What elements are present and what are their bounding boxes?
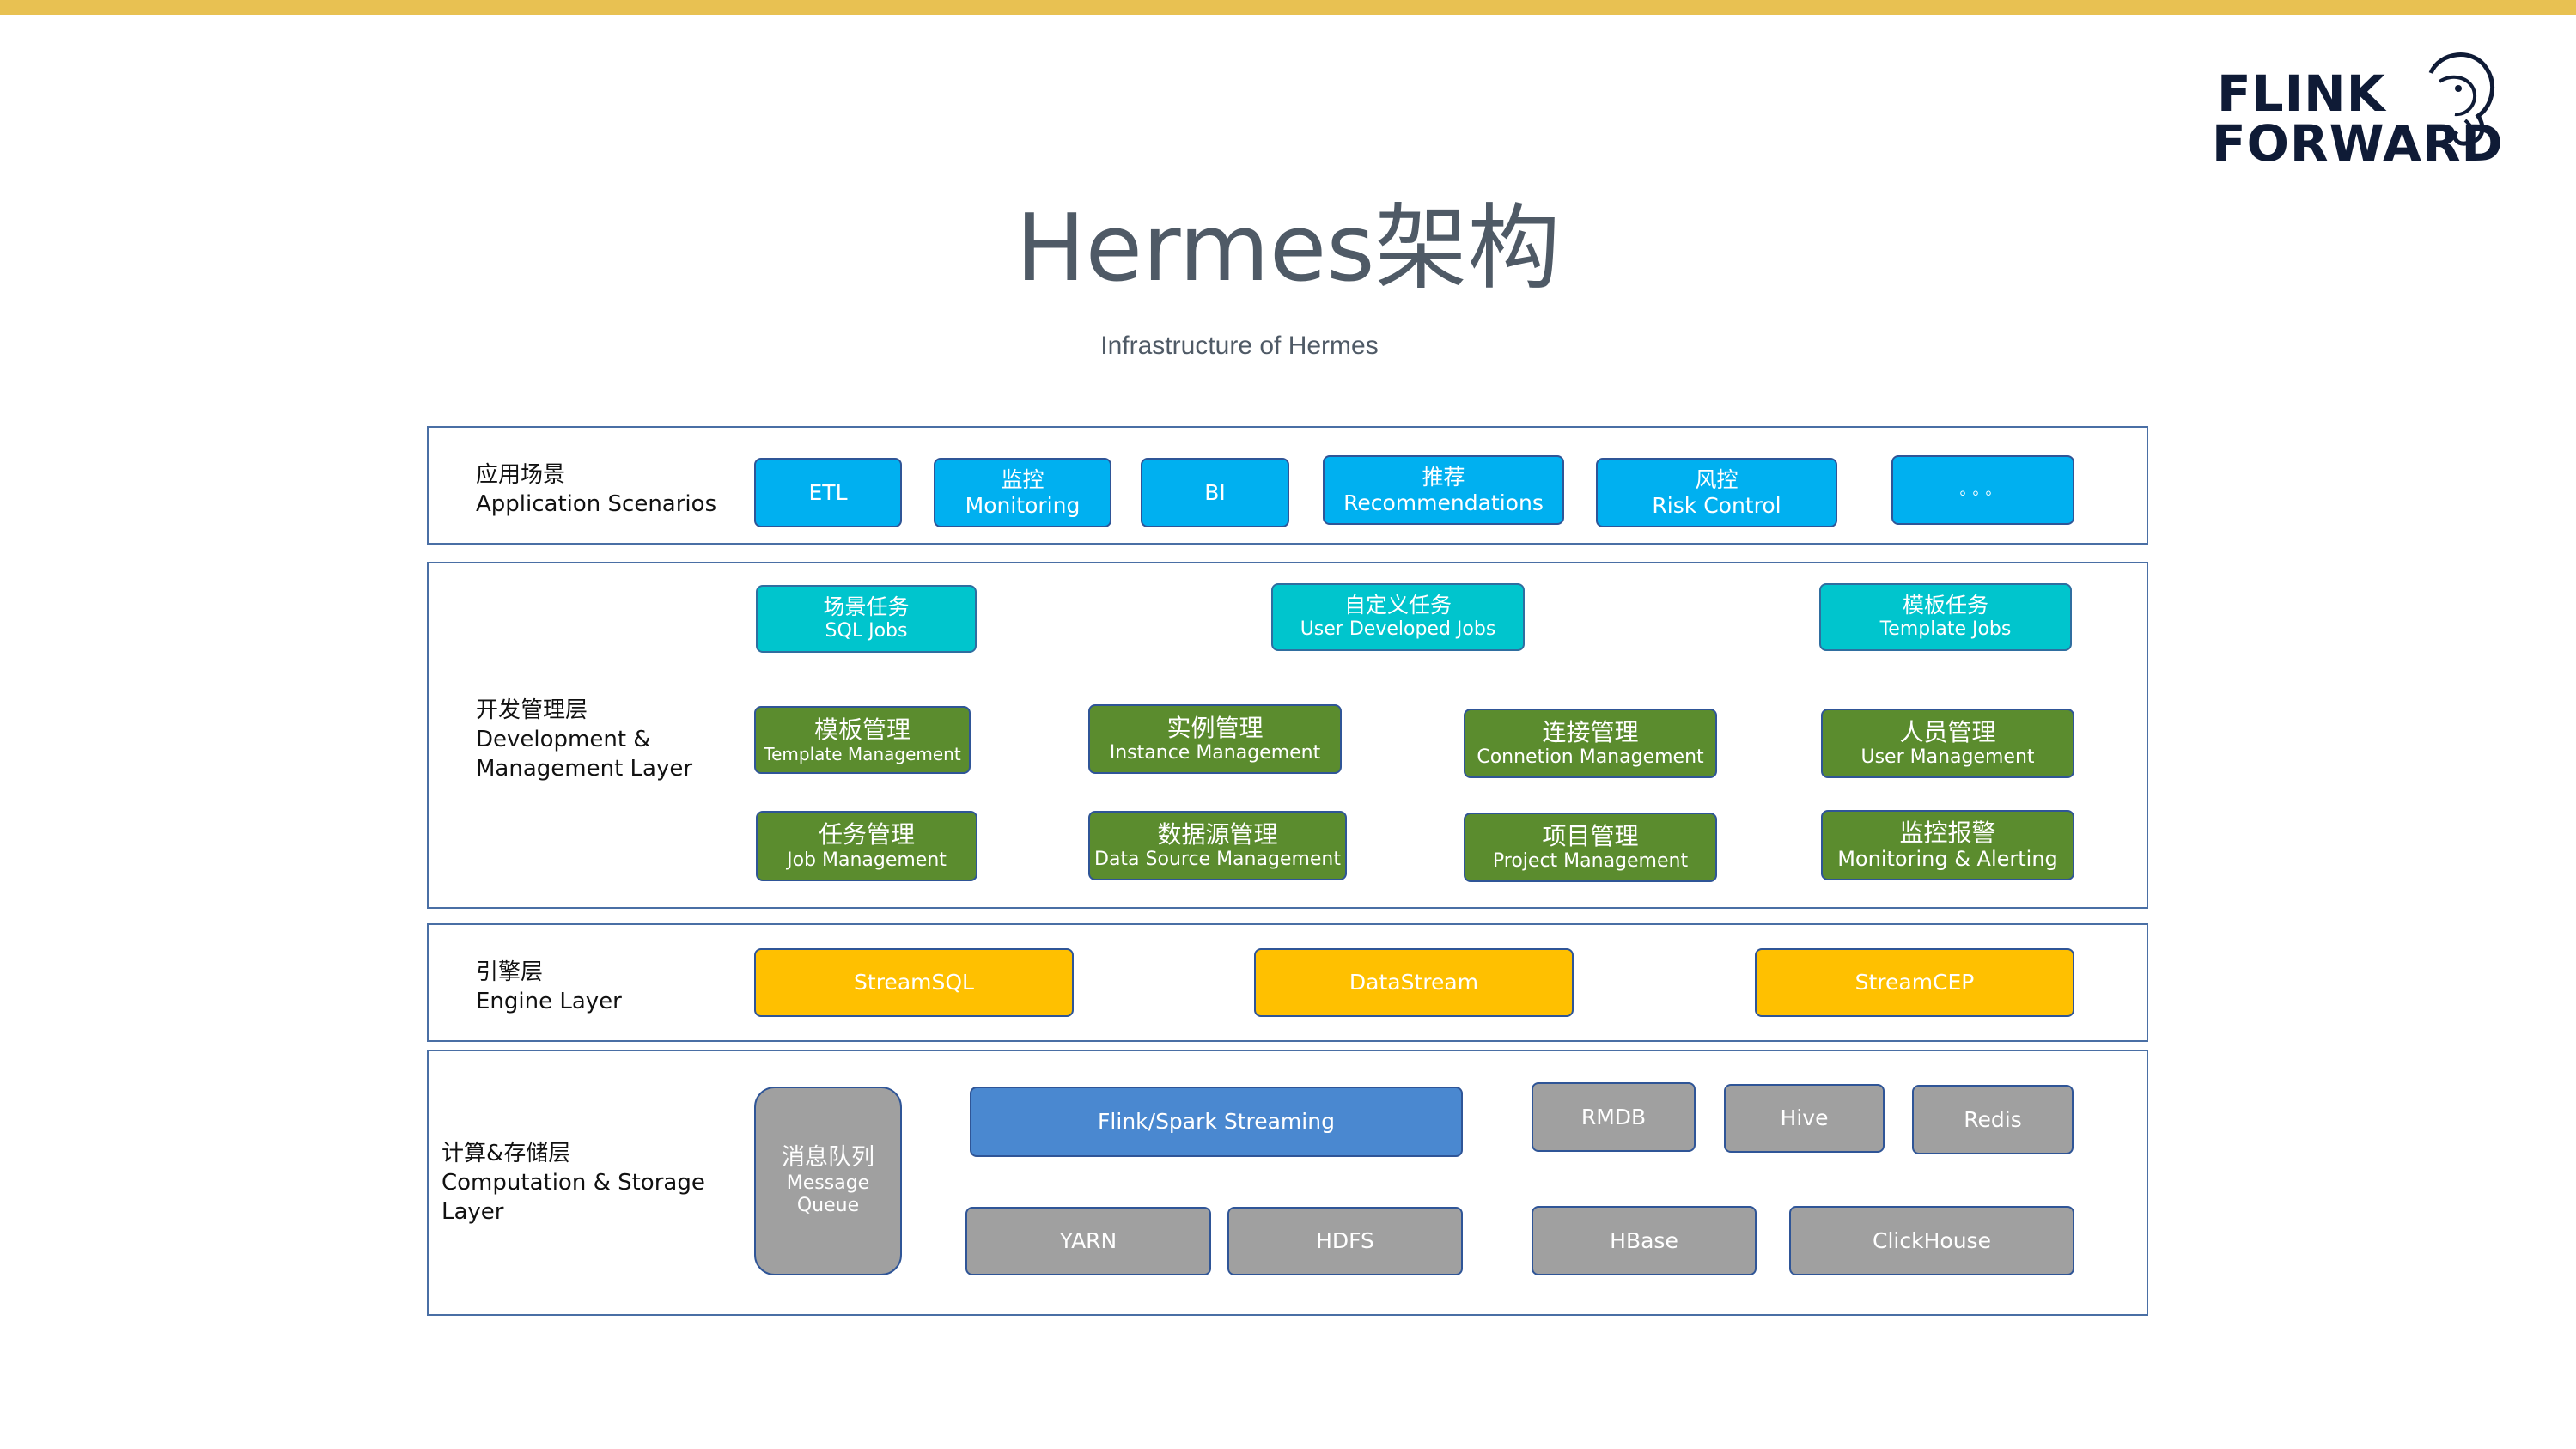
hive-box: Hive xyxy=(1724,1084,1885,1153)
computation-layer-label: 计算&存储层 Computation & Storage Layer xyxy=(442,1139,705,1227)
layer-label-en-1: Development & xyxy=(476,727,651,752)
bi-box: BI xyxy=(1141,458,1289,527)
layer-label-zh: 引擎层 xyxy=(476,959,544,985)
squirrel-icon xyxy=(2428,52,2495,146)
layer-label-en-1: Computation & Storage xyxy=(442,1170,705,1196)
logo-line-1: FLINK xyxy=(2217,64,2386,123)
page-subtitle: Infrastructure of Hermes xyxy=(1100,332,1379,360)
layer-label-zh: 计算&存储层 xyxy=(442,1141,571,1166)
development-layer-label: 开发管理层 Development & Management Layer xyxy=(476,696,692,783)
logo-line-2: FORWARD xyxy=(2212,114,2504,173)
layer-label-zh: 开发管理层 xyxy=(476,697,588,723)
top-accent-bar xyxy=(0,0,2576,15)
streamsql-box: StreamSQL xyxy=(754,948,1074,1017)
layer-label-en: Engine Layer xyxy=(476,989,622,1014)
yarn-box: YARN xyxy=(965,1207,1211,1275)
page-title: Hermes架构 xyxy=(1015,195,1561,302)
more-scenarios-box: 。。。 xyxy=(1891,455,2074,525)
layer-label-en-2: Layer xyxy=(442,1199,504,1225)
flink-forward-logo: FLINK FORWARD xyxy=(2203,47,2512,185)
datastream-box: DataStream xyxy=(1254,948,1574,1017)
etl-box: ETL xyxy=(754,458,902,527)
clickhouse-box: ClickHouse xyxy=(1789,1206,2074,1275)
streamcep-box: StreamCEP xyxy=(1755,948,2074,1017)
flink-spark-streaming-box: Flink/Spark Streaming xyxy=(970,1087,1463,1157)
layer-label-en-2: Management Layer xyxy=(476,756,693,782)
engine-layer-label: 引擎层 Engine Layer xyxy=(476,958,622,1016)
hbase-box: HBase xyxy=(1532,1206,1757,1275)
layer-label-en: Application Scenarios xyxy=(476,491,717,517)
application-layer-label: 应用场景 Application Scenarios xyxy=(476,460,716,519)
rmdb-box: RMDB xyxy=(1532,1082,1696,1152)
layer-label-zh: 应用场景 xyxy=(476,462,566,488)
redis-box: Redis xyxy=(1912,1085,2074,1154)
hdfs-box: HDFS xyxy=(1227,1207,1463,1275)
